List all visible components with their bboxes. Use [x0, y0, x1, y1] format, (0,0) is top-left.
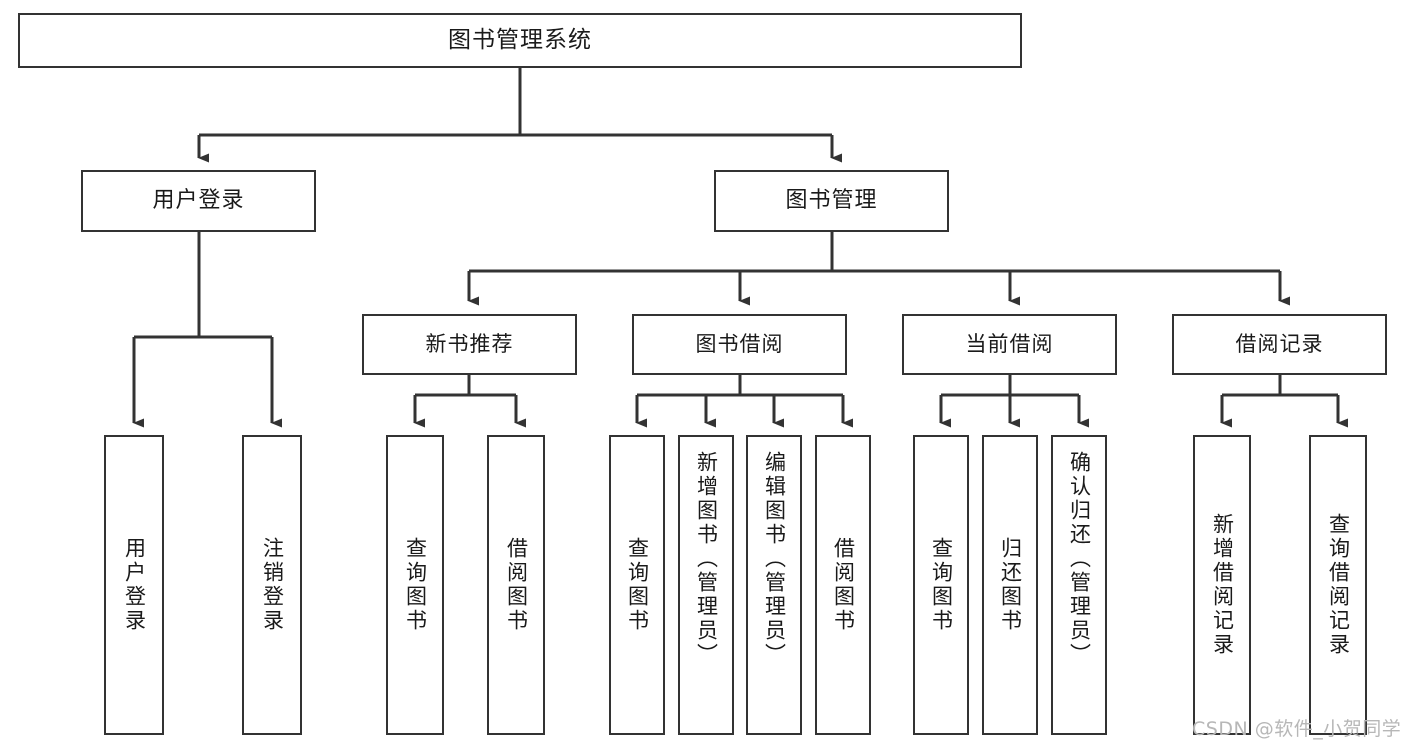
node-book-management-label: 图书管理: [785, 188, 878, 214]
node-book-management[interactable]: 图书管理: [714, 170, 949, 232]
csdn-watermark: CSDN @软件_小贺同学: [1192, 718, 1402, 740]
node-book-borrow-label: 图书借阅: [695, 332, 784, 357]
node-book-borrow[interactable]: 图书借阅: [632, 314, 847, 375]
node-leaf-query-record[interactable]: 查询借阅记录: [1309, 435, 1367, 735]
node-leaf-borrow-book-2-label: 借阅图书: [831, 537, 856, 633]
node-leaf-query-book-1-label: 查询图书: [403, 537, 428, 633]
node-new-book-recommend[interactable]: 新书推荐: [362, 314, 577, 375]
node-new-book-recommend-label: 新书推荐: [425, 332, 514, 357]
node-leaf-query-book-3-label: 查询图书: [929, 537, 954, 633]
node-leaf-add-record[interactable]: 新增借阅记录: [1193, 435, 1251, 735]
node-leaf-return-book[interactable]: 归还图书: [982, 435, 1038, 735]
node-leaf-confirm-return[interactable]: 确认归还（管理员）: [1051, 435, 1107, 735]
node-leaf-edit-book-label: 编辑图书（管理员）: [762, 451, 787, 667]
node-leaf-add-record-label: 新增借阅记录: [1210, 513, 1235, 657]
node-borrow-record-label: 借阅记录: [1235, 332, 1324, 357]
node-leaf-borrow-book-2[interactable]: 借阅图书: [815, 435, 871, 735]
node-leaf-user-login[interactable]: 用户登录: [104, 435, 164, 735]
node-user-login[interactable]: 用户登录: [81, 170, 316, 232]
node-leaf-borrow-book-1[interactable]: 借阅图书: [487, 435, 545, 735]
node-current-borrow[interactable]: 当前借阅: [902, 314, 1117, 375]
node-leaf-query-book-1[interactable]: 查询图书: [386, 435, 444, 735]
node-leaf-query-book-2-label: 查询图书: [625, 537, 650, 633]
node-leaf-user-logout[interactable]: 注销登录: [242, 435, 302, 735]
node-leaf-edit-book[interactable]: 编辑图书（管理员）: [746, 435, 802, 735]
node-leaf-return-book-label: 归还图书: [998, 537, 1023, 633]
node-leaf-query-record-label: 查询借阅记录: [1326, 513, 1351, 657]
node-leaf-query-book-3[interactable]: 查询图书: [913, 435, 969, 735]
node-leaf-user-login-label: 用户登录: [122, 537, 147, 633]
node-root-label: 图书管理系统: [448, 27, 592, 54]
node-leaf-borrow-book-1-label: 借阅图书: [504, 537, 529, 633]
node-leaf-confirm-return-label: 确认归还（管理员）: [1067, 451, 1092, 667]
node-leaf-query-book-2[interactable]: 查询图书: [609, 435, 665, 735]
node-borrow-record[interactable]: 借阅记录: [1172, 314, 1387, 375]
node-leaf-add-book[interactable]: 新增图书（管理员）: [678, 435, 734, 735]
node-root[interactable]: 图书管理系统: [18, 13, 1022, 68]
node-leaf-user-logout-label: 注销登录: [260, 537, 285, 633]
node-current-borrow-label: 当前借阅: [965, 332, 1054, 357]
node-user-login-label: 用户登录: [152, 188, 245, 214]
node-leaf-add-book-label: 新增图书（管理员）: [694, 451, 719, 667]
